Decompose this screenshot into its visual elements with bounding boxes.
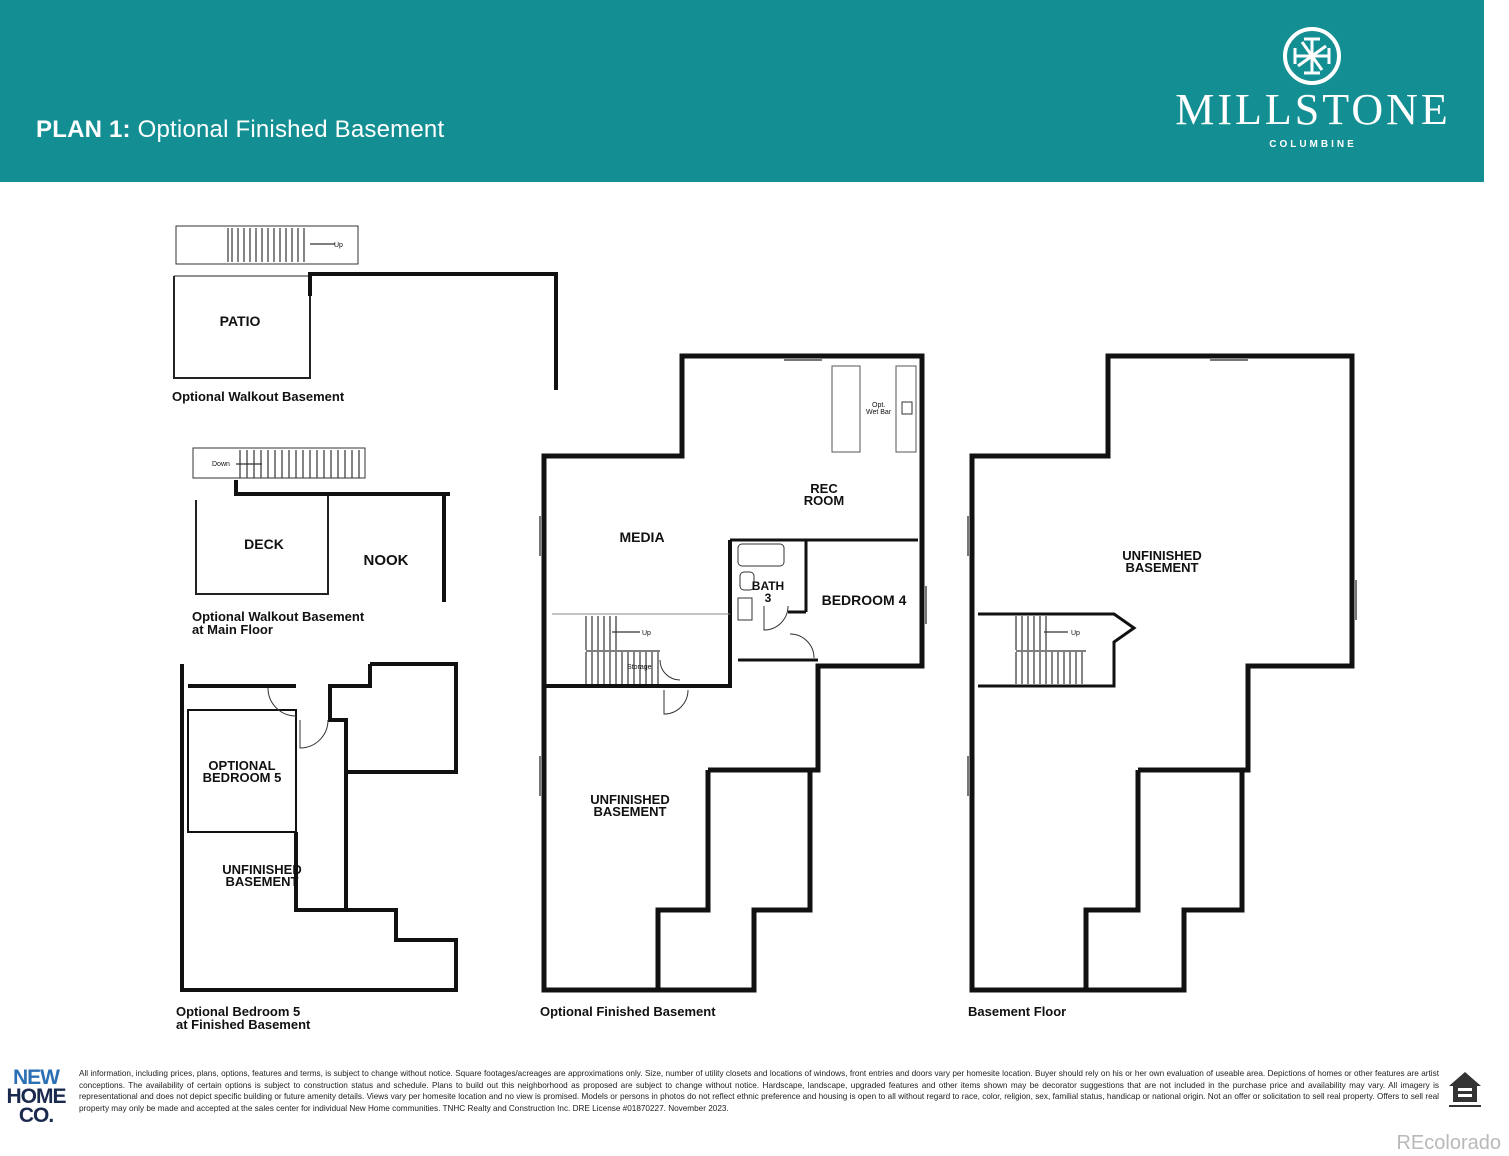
caption-main-line1: Optional Walkout Basement xyxy=(192,609,365,624)
patio-label: PATIO xyxy=(220,313,261,329)
bedroom-4-label: BEDROOM 4 xyxy=(822,592,907,608)
caption-walkout: Optional Walkout Basement xyxy=(172,389,345,404)
plan-finished-basement: Up Storage Opt. Wet Bar REC ROOM MEDIA B… xyxy=(539,353,927,1019)
caption-finished: Optional Finished Basement xyxy=(540,1004,716,1019)
up-label-walkout: Up xyxy=(334,242,343,249)
media-label: MEDIA xyxy=(619,529,664,545)
bedroom5-unfinished-line1: UNFINISHED xyxy=(222,862,301,877)
bath-3-line2: 3 xyxy=(765,591,772,605)
basement-unfinished-line2: BASEMENT xyxy=(1126,560,1199,575)
plan-bedroom-5: OPTIONAL BEDROOM 5 UNFINISHED BASEMENT O… xyxy=(176,662,458,1032)
millstone-logo-icon xyxy=(1283,27,1341,85)
wet-bar-line2: Wet Bar xyxy=(866,409,892,416)
caption-bedroom5-line2: at Finished Basement xyxy=(176,1017,311,1032)
stairs-basement xyxy=(1015,616,1086,684)
caption-bedroom5-line1: Optional Bedroom 5 xyxy=(176,1004,300,1019)
optional-bedroom5-line2: BEDROOM 5 xyxy=(203,770,282,785)
finished-unfinished-line2: BASEMENT xyxy=(594,804,667,819)
down-label-main: Down xyxy=(212,461,230,468)
bedroom5-unfinished-line2: BASEMENT xyxy=(226,874,299,889)
caption-main-line2: at Main Floor xyxy=(192,622,273,637)
basement-unfinished-line1: UNFINISHED xyxy=(1122,548,1201,563)
up-label-finished: Up xyxy=(642,630,651,637)
plan-walkout-main-floor: Down DECK NOOK Optional Walkout Basement… xyxy=(192,447,450,637)
plan-number: PLAN 1: xyxy=(36,116,131,143)
finished-unfinished-line1: UNFINISHED xyxy=(590,792,669,807)
watermark: REcolorado xyxy=(1396,1132,1501,1154)
builder-line1: NEW xyxy=(13,1066,60,1089)
plan-title: PLAN 1: Optional Finished Basement xyxy=(36,116,444,144)
caption-basement: Basement Floor xyxy=(968,1004,1066,1019)
rec-room-line1: REC xyxy=(810,481,838,496)
legal-disclaimer: All information, including prices, plans… xyxy=(79,1069,1439,1113)
equal-housing-icon xyxy=(1449,1072,1481,1107)
optional-bedroom5-line1: OPTIONAL xyxy=(208,758,275,773)
stairs-walkout xyxy=(227,228,335,262)
builder-line2: HOME xyxy=(6,1085,67,1108)
stairs-finished xyxy=(585,616,660,684)
nook-label: NOOK xyxy=(364,552,409,569)
builder-line3: CO. xyxy=(18,1104,54,1127)
up-label-basement: Up xyxy=(1071,630,1080,637)
stairs-main xyxy=(236,450,360,478)
plan-name: Optional Finished Basement xyxy=(137,116,445,143)
brand-subtitle: COLUMBINE xyxy=(1269,139,1357,150)
deck-label: DECK xyxy=(244,536,284,552)
wet-bar-line1: Opt. xyxy=(872,402,885,409)
new-home-co-logo: NEW HOME CO. xyxy=(0,1066,72,1127)
bath-3-line1: BATH xyxy=(752,579,784,593)
brand-name: MILLSTONE xyxy=(1175,85,1451,134)
storage-label: Storage xyxy=(627,664,652,671)
wet-bar: Opt. Wet Bar xyxy=(831,365,917,453)
header-banner xyxy=(0,0,1484,182)
bath-3-fixtures xyxy=(737,543,815,659)
plan-basement-floor: Up UNFINISHED BASEMENT Basement Floor xyxy=(967,353,1357,1019)
rec-room-line2: ROOM xyxy=(804,493,844,508)
plan-walkout-basement: Up PATIO Optional Walkout Basement xyxy=(172,225,558,404)
